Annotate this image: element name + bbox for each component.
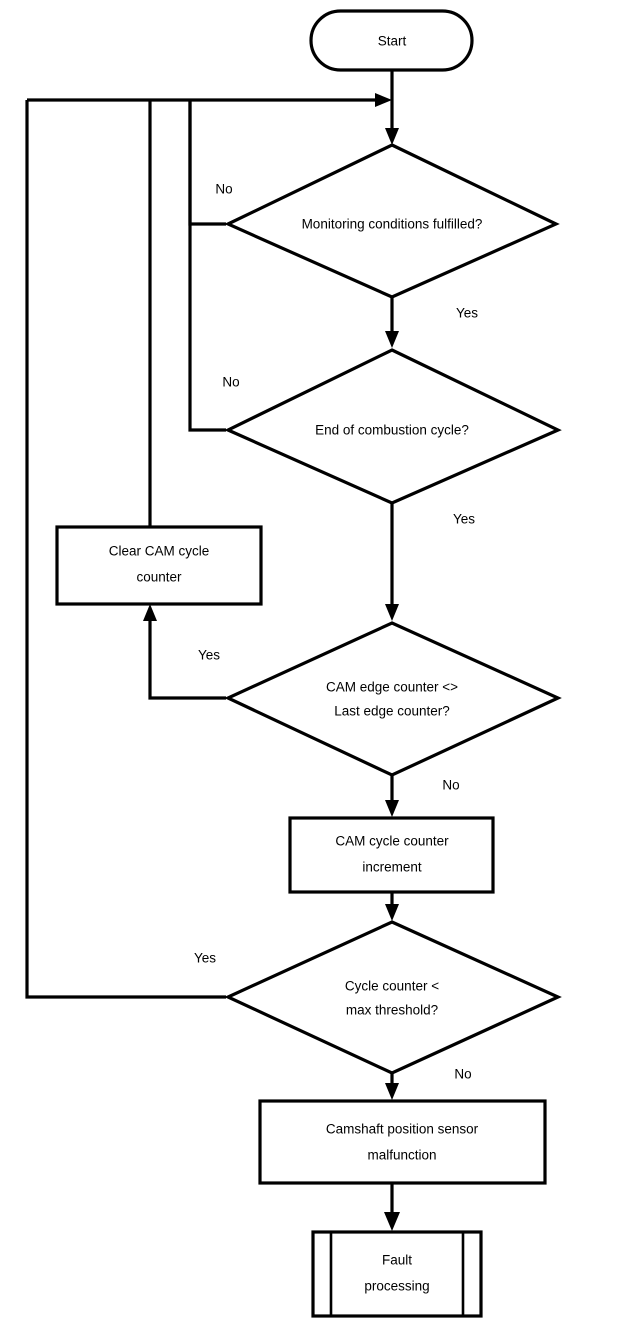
edge-label-monitoring-no: No: [215, 182, 232, 197]
cam-cycle-counter-increment-shape: [288, 816, 495, 894]
connector-end-cycle-no: [188, 100, 226, 432]
cam-edge-counter-compare-shape: [224, 621, 562, 777]
node-cycle-counter-threshold[interactable]: Cycle counter < max threshold?: [224, 920, 562, 1075]
connector-edge-counter-yes: [143, 604, 226, 700]
node-start[interactable]: Start: [309, 9, 474, 72]
connector-start-to-monitoring: [385, 70, 399, 145]
clear-cam-cycle-counter-label-line1: Clear CAM cycle: [109, 544, 210, 559]
camshaft-sensor-malfunction-label-line2: malfunction: [367, 1148, 436, 1163]
edge-label-threshold-yes: Yes: [194, 951, 216, 966]
node-monitoring-conditions[interactable]: Monitoring conditions fulfilled?: [224, 143, 560, 299]
connector-feedback-rail-top: [27, 93, 392, 107]
fault-processing-label-line1: Fault: [382, 1253, 412, 1268]
connector-increment-to-threshold: [385, 892, 399, 921]
cycle-counter-threshold-label-line1: Cycle counter <: [345, 979, 439, 994]
connector-monitoring-yes: [385, 297, 399, 348]
clear-cam-cycle-counter-shape: [55, 525, 263, 606]
camshaft-sensor-malfunction-shape: [258, 1099, 547, 1185]
cam-cycle-counter-increment-label-line1: CAM cycle counter: [335, 834, 449, 849]
edge-label-end-cycle-no: No: [222, 375, 239, 390]
node-fault-processing[interactable]: Fault processing: [311, 1230, 483, 1318]
edge-label-edge-counter-no: No: [442, 778, 459, 793]
edge-label-end-cycle-yes: Yes: [453, 512, 475, 527]
clear-cam-cycle-counter-label-line2: counter: [136, 570, 182, 585]
end-of-combustion-cycle-shape: [224, 348, 562, 505]
cam-edge-counter-compare-label-line2: Last edge counter?: [334, 704, 450, 719]
connector-monitoring-no: [188, 100, 226, 226]
cam-edge-counter-compare-label-line1: CAM edge counter <>: [326, 680, 458, 695]
node-cam-edge-counter-compare[interactable]: CAM edge counter <> Last edge counter?: [224, 621, 562, 777]
connector-malfunction-to-fault: [384, 1183, 400, 1231]
cycle-counter-threshold-shape: [224, 920, 562, 1075]
connector-end-cycle-yes: [385, 503, 399, 621]
node-cam-cycle-counter-increment[interactable]: CAM cycle counter increment: [288, 816, 495, 894]
connector-threshold-yes: [25, 100, 226, 999]
cycle-counter-threshold-label-line2: max threshold?: [346, 1003, 438, 1018]
node-end-of-combustion-cycle[interactable]: End of combustion cycle?: [224, 348, 562, 505]
fault-processing-shape: [311, 1230, 483, 1318]
edge-label-edge-counter-yes: Yes: [198, 648, 220, 663]
edge-label-monitoring-yes: Yes: [456, 306, 478, 321]
cam-cycle-counter-increment-label-line2: increment: [362, 860, 422, 875]
node-camshaft-sensor-malfunction[interactable]: Camshaft position sensor malfunction: [258, 1099, 547, 1185]
start-shape: [309, 9, 474, 72]
monitoring-conditions-label: Monitoring conditions fulfilled?: [302, 217, 483, 232]
start-label: Start: [378, 34, 407, 49]
end-of-combustion-cycle-label: End of combustion cycle?: [315, 423, 469, 438]
edge-label-threshold-no: No: [454, 1067, 471, 1082]
monitoring-conditions-shape: [224, 143, 560, 299]
connector-threshold-no: [385, 1073, 399, 1100]
connector-edge-counter-no: [385, 775, 399, 817]
camshaft-sensor-malfunction-label-line1: Camshaft position sensor: [326, 1122, 479, 1137]
node-clear-cam-cycle-counter[interactable]: Clear CAM cycle counter: [55, 525, 263, 606]
fault-processing-label-line2: processing: [364, 1279, 429, 1294]
